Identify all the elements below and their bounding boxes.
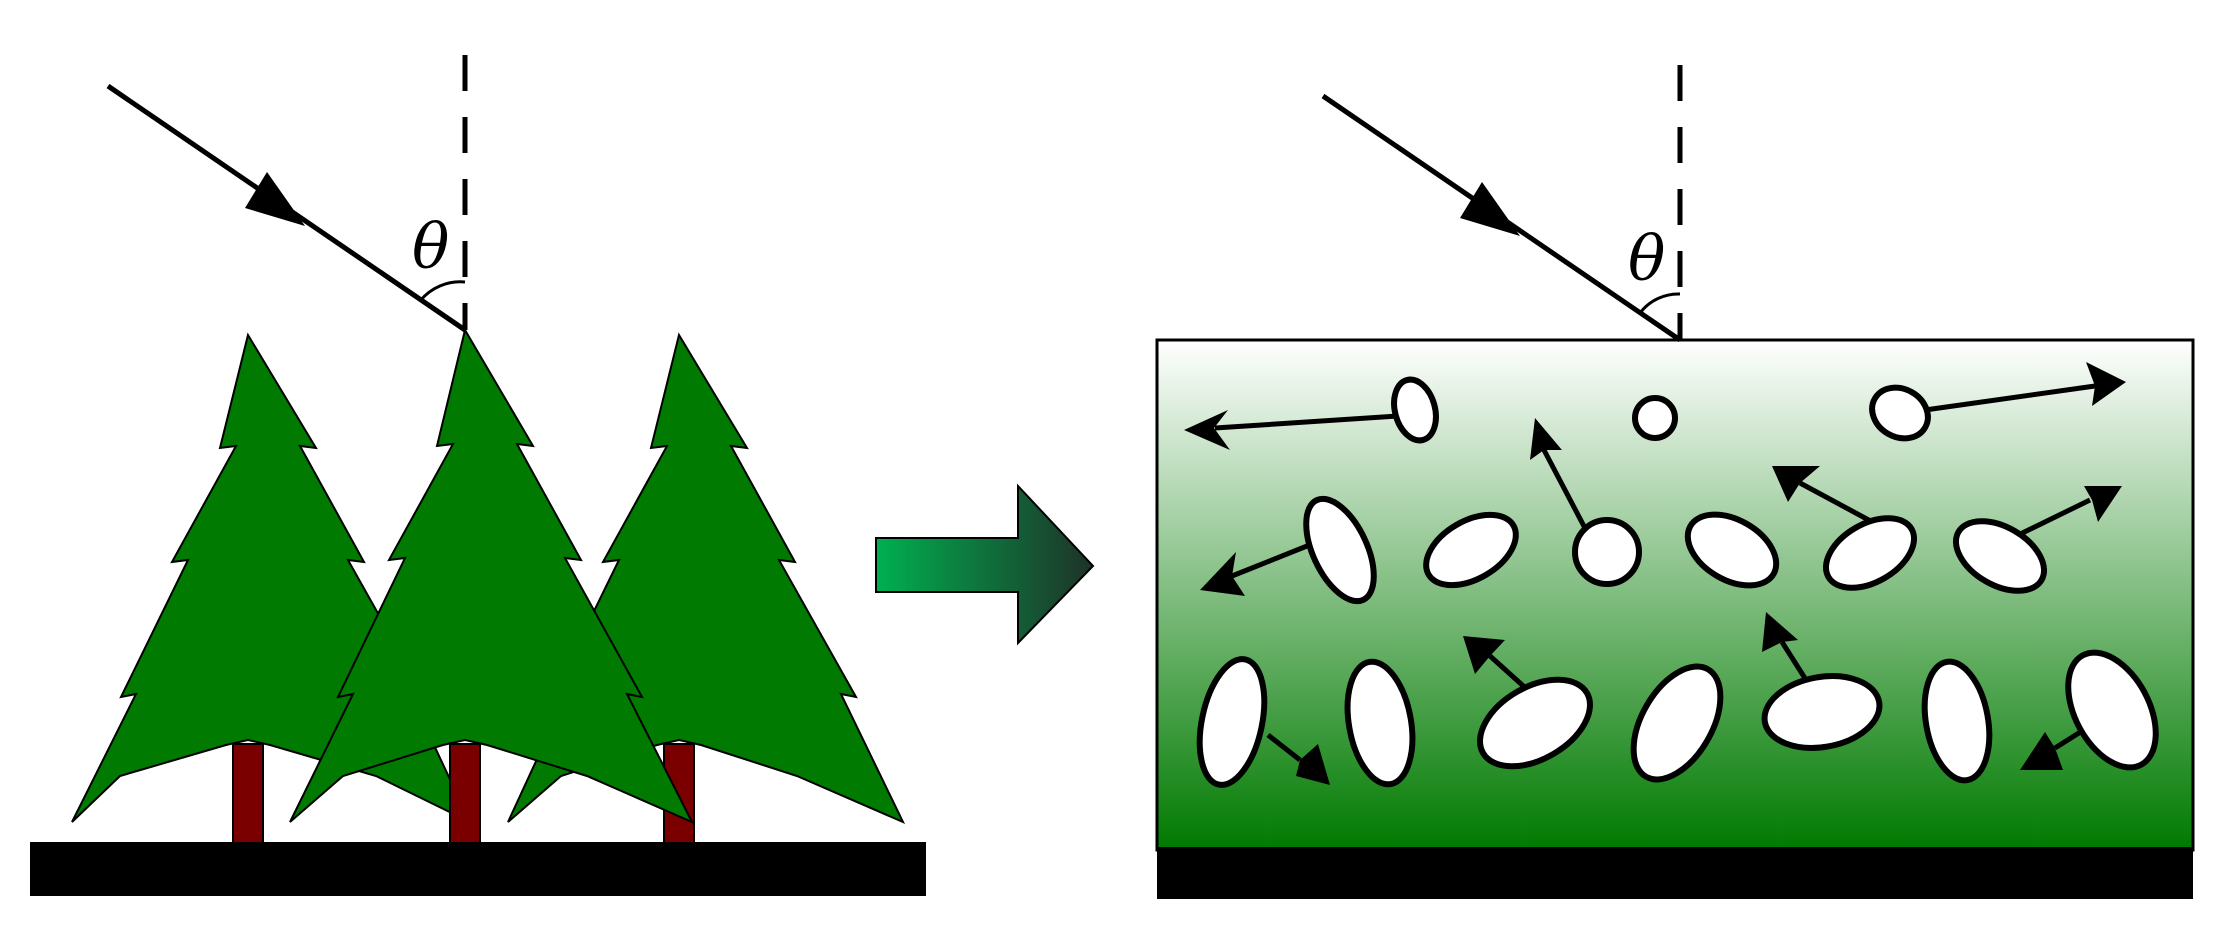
ground-bar-right [1157, 847, 2193, 899]
angle-label-left: θ [412, 210, 449, 283]
tree-trunk [663, 743, 695, 845]
particle [1869, 384, 1931, 442]
incident-ray-arrowhead-left [245, 172, 305, 226]
particle [1632, 395, 1678, 441]
tree-trunk [232, 743, 264, 845]
angle-label-right: θ [1628, 222, 1665, 295]
scatter-arrow [1772, 466, 1880, 528]
particle [1196, 656, 1268, 788]
particle [2065, 649, 2159, 771]
particle [1423, 511, 1519, 589]
scatter-arrow [1184, 410, 1399, 450]
particles [1196, 376, 2159, 788]
particle [1822, 515, 1918, 591]
particle [1952, 518, 2048, 594]
particle [1921, 658, 1993, 784]
pine-tree-2 [289, 327, 695, 845]
scatter-arrow [1762, 612, 1811, 685]
particle [1630, 663, 1724, 783]
particle [1344, 658, 1416, 788]
particle [1303, 495, 1377, 605]
scatter-arrow [1924, 362, 2126, 413]
particle [1391, 376, 1439, 444]
angle-arc-left [418, 280, 466, 302]
scatter-arrow [1200, 539, 1318, 596]
scatter-arrows [1184, 362, 2126, 785]
ground-bar-left [30, 842, 926, 896]
tree-trunk [449, 743, 481, 845]
medium-panel: θ [1155, 65, 2195, 899]
transition-arrow [875, 483, 1095, 646]
scatter-arrow [1266, 733, 1330, 785]
scatter-arrow [1530, 418, 1590, 534]
tree-foliage [289, 327, 695, 825]
right-arrow-icon [875, 483, 1095, 646]
incident-ray-arrowhead-right [1460, 182, 1520, 236]
forest-panel: θ [30, 55, 926, 896]
particle [1684, 511, 1780, 589]
angle-arc-right [1638, 292, 1681, 314]
particle [1761, 673, 1883, 751]
particle [1477, 676, 1593, 770]
particle [1572, 517, 1642, 587]
